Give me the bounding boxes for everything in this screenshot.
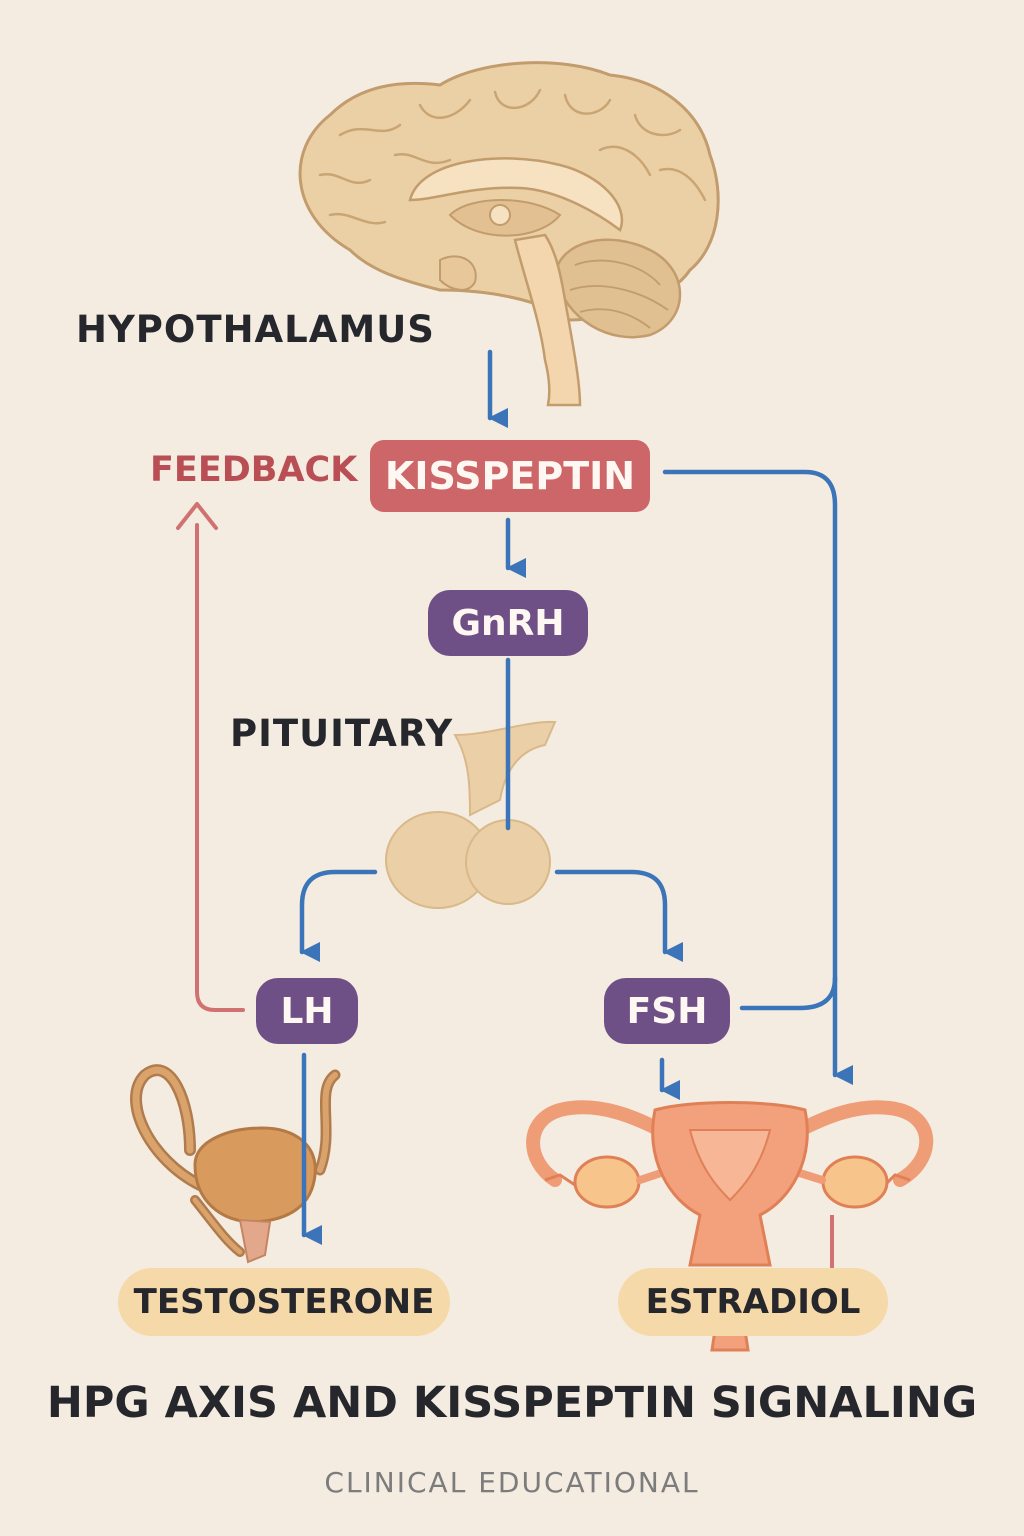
hypothalamus-label: HYPOTHALAMUS	[76, 308, 435, 351]
pituitary-to-fsh-arrow	[554, 869, 684, 963]
kisspeptin-box: KISSPEPTIN	[370, 440, 650, 512]
testosterone-box: TESTOSTERONE	[118, 1268, 450, 1336]
gnrh-box: GnRH	[428, 590, 588, 656]
fsh-box: FSH	[604, 978, 730, 1044]
feedback-arrow	[176, 502, 245, 1012]
feedback-label: FEEDBACK	[150, 450, 358, 490]
pituitary-to-lh-arrow	[299, 869, 378, 963]
lh-box: LH	[256, 978, 358, 1044]
signal-arrows	[299, 349, 854, 1246]
brain-icon	[298, 61, 720, 407]
uterus-icon	[526, 1100, 934, 1352]
male-reproductive-organ-icon	[130, 1064, 341, 1264]
estradiol-box: ESTRADIOL	[618, 1268, 888, 1336]
pituitary-gland-icon	[385, 720, 557, 909]
pituitary-label: PITUITARY	[230, 712, 454, 755]
diagram-subtitle: CLINICAL EDUCATIONAL	[324, 1466, 700, 1499]
kisspeptin-direct-arrow	[662, 469, 854, 1086]
fsh-merge-line	[739, 975, 838, 1011]
diagram-title: HPG AXIS AND KISSPEPTIN SIGNALING	[46, 1378, 978, 1428]
